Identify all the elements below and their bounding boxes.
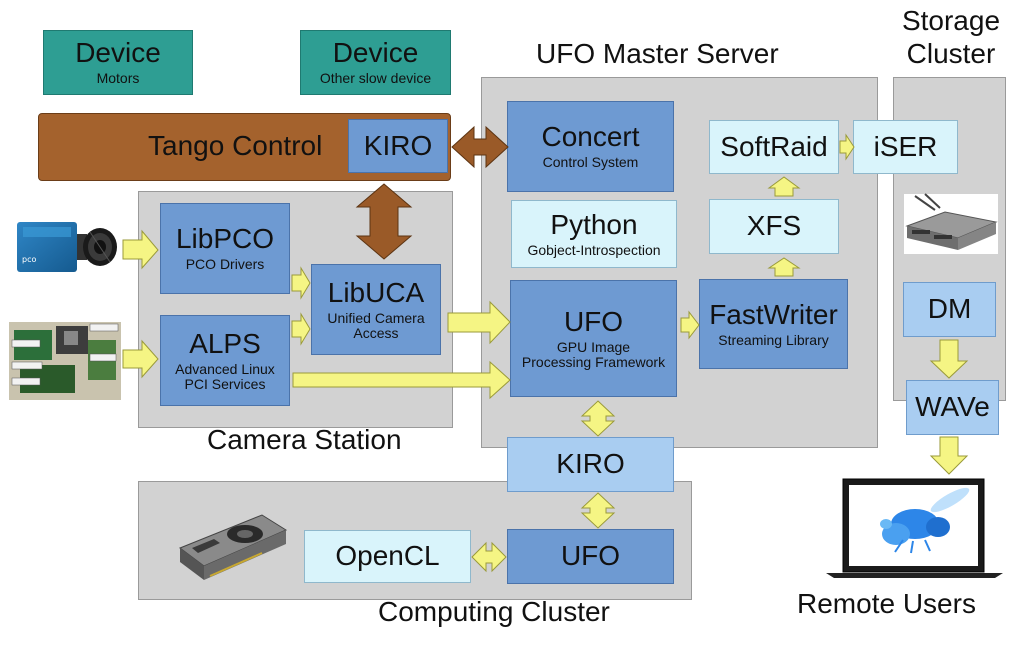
python-subtitle: Gobject-Introspection (527, 241, 661, 258)
ufo-kiro-arrow (580, 400, 616, 437)
libpco-subtitle: PCO Drivers (185, 256, 265, 273)
dm-wave-arrow (929, 339, 969, 379)
concert-box: Concert Control System (507, 101, 674, 192)
libpco-libuca-arrow (291, 266, 311, 300)
kiro-master-box: KIRO (507, 437, 674, 492)
device-other-title: Device (332, 37, 419, 69)
ufo-main-box: UFO GPU Image Processing Framework (510, 280, 677, 397)
kiro-ufocluster-arrow (580, 492, 616, 529)
opencl-title: OpenCL (335, 540, 440, 572)
dm-box: DM (903, 282, 996, 337)
kiro-master-title: KIRO (556, 448, 625, 480)
libpco-title: LibPCO (175, 223, 275, 255)
ufo-cluster-box: UFO (507, 529, 674, 584)
iser-box: iSER (853, 120, 958, 174)
kiro-libuca-arrow (355, 183, 413, 260)
kiro-tango-box: KIRO (348, 119, 448, 173)
svg-text:pco: pco (22, 255, 36, 264)
camera-station-label: Camera Station (207, 424, 402, 455)
wave-box: WAVe (906, 380, 999, 435)
xfs-box: XFS (709, 199, 839, 254)
ufo-cluster-title: UFO (560, 540, 621, 572)
concert-title: Concert (541, 121, 640, 153)
remote-users-label: Remote Users (797, 588, 976, 619)
wave-title: WAVe (915, 391, 990, 423)
opencl-ufo-arrow (471, 541, 507, 573)
tango-control-label: Tango Control (148, 130, 323, 161)
libuca-ufo-arrow (447, 300, 511, 345)
alps-box: ALPS Advanced Linux PCI Services (160, 315, 290, 406)
python-box: Python Gobject-Introspection (511, 200, 677, 268)
libpco-box: LibPCO PCO Drivers (160, 203, 290, 294)
fastwriter-subtitle: Streaming Library (718, 331, 829, 348)
iser-title: iSER (873, 130, 938, 162)
fastwriter-xfs-arrow (767, 257, 801, 277)
alps-libuca-arrow (291, 312, 311, 346)
softraid-box: SoftRaid (709, 120, 839, 174)
dm-title: DM (927, 293, 972, 325)
readout-board-photo (9, 322, 121, 400)
ufo-main-subtitle: GPU Image Processing Framework (521, 338, 666, 370)
libuca-title: LibUCA (327, 276, 425, 308)
tango-concert-arrow (451, 125, 509, 169)
master-server-label: UFO Master Server (536, 38, 779, 69)
board-alps-arrow (122, 339, 159, 379)
opencl-box: OpenCL (304, 530, 471, 583)
alps-ufo-arrow (292, 360, 511, 400)
concert-subtitle: Control System (542, 154, 639, 171)
ufo-main-title: UFO (563, 305, 624, 337)
alps-title: ALPS (189, 327, 261, 359)
alps-subtitle: Advanced Linux PCI Services (175, 360, 275, 392)
python-title: Python (550, 208, 638, 240)
device-motors-title: Device (75, 37, 161, 69)
fly-volume-render (880, 487, 970, 554)
libuca-box: LibUCA Unified Camera Access (311, 264, 441, 355)
xfs-softraid-arrow (767, 176, 801, 197)
storage-cluster-label: Storage Cluster (901, 5, 1001, 70)
softraid-iser-arrow (839, 133, 855, 161)
softraid-title: SoftRaid (720, 130, 828, 162)
xfs-title: XFS (746, 210, 802, 242)
camera-icon: pco (17, 222, 117, 272)
computing-cluster-label: Computing Cluster (378, 596, 610, 627)
fastwriter-title: FastWriter (709, 298, 838, 330)
device-other-box: Device Other slow device (300, 30, 451, 95)
device-motors-box: Device Motors (43, 30, 193, 95)
fastwriter-box: FastWriter Streaming Library (699, 279, 848, 369)
device-other-subtitle: Other slow device (319, 70, 432, 87)
gpu-card-icon (178, 514, 288, 580)
storage-server-icon (904, 193, 998, 254)
ufo-fastwriter-arrow (680, 310, 700, 340)
camera-libpco-arrow (122, 229, 159, 270)
wave-laptop-arrow (929, 436, 969, 475)
device-motors-subtitle: Motors (96, 70, 140, 87)
libuca-subtitle: Unified Camera Access (327, 309, 425, 341)
kiro-tango-title: KIRO (363, 129, 433, 161)
